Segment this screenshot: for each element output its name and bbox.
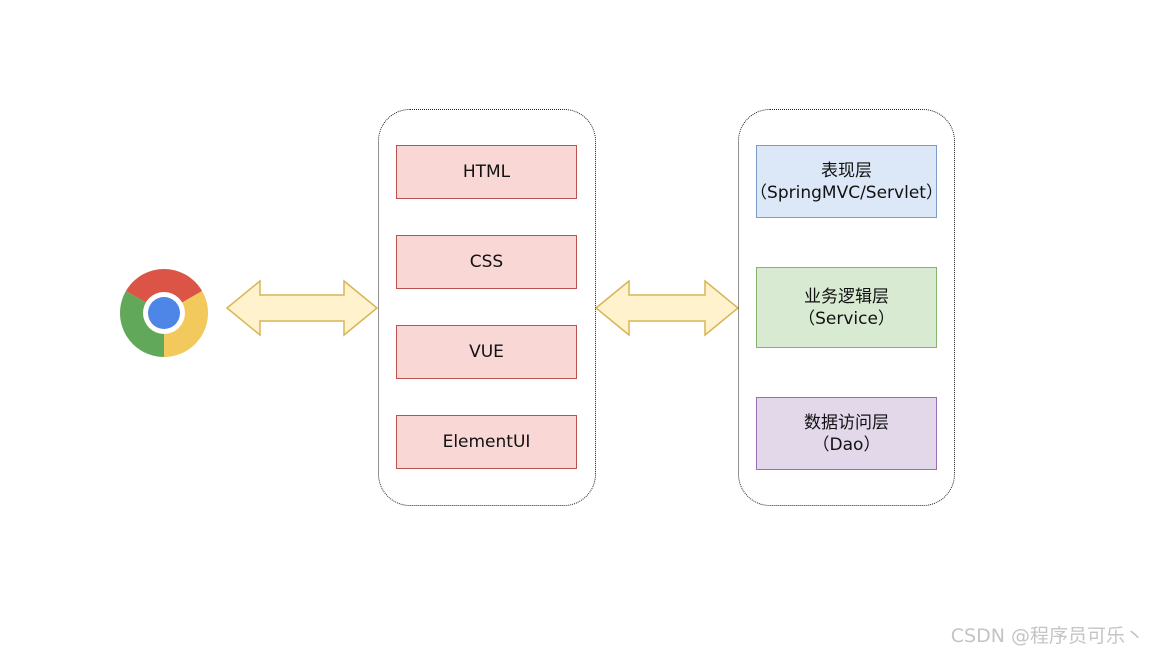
watermark: CSDN @程序员可乐丶 [950, 625, 1144, 647]
frontend-layer-label: CSS [469, 252, 504, 272]
backend-layer-presentation: 表现层 （SpringMVC/Servlet） [750, 145, 943, 218]
frontend-layer-elementui: ElementUI [396, 415, 577, 469]
chrome-icon [120, 269, 208, 357]
backend-group [738, 109, 955, 506]
backend-layer-business: 业务逻辑层 （Service） [756, 267, 937, 348]
backend-layer-subtitle: （Service） [798, 308, 895, 329]
double-arrow-icon [594, 279, 740, 337]
frontend-layer-label: ElementUI [442, 432, 531, 452]
frontend-layer-label: VUE [469, 342, 504, 362]
frontend-layer-html: HTML [396, 145, 577, 199]
backend-layer-title: 数据访问层 [804, 412, 889, 433]
backend-layer-subtitle: （SpringMVC/Servlet） [750, 182, 943, 203]
frontend-layer-vue: VUE [396, 325, 577, 379]
backend-layer-title: 表现层 [821, 160, 872, 181]
backend-layer-title: 业务逻辑层 [804, 286, 889, 307]
backend-layer-data-access: 数据访问层 （Dao） [756, 397, 937, 470]
frontend-group [378, 109, 596, 506]
frontend-layer-css: CSS [396, 235, 577, 289]
double-arrow-icon [225, 279, 379, 337]
frontend-layer-label: HTML [462, 162, 511, 182]
backend-layer-subtitle: （Dao） [812, 434, 881, 455]
